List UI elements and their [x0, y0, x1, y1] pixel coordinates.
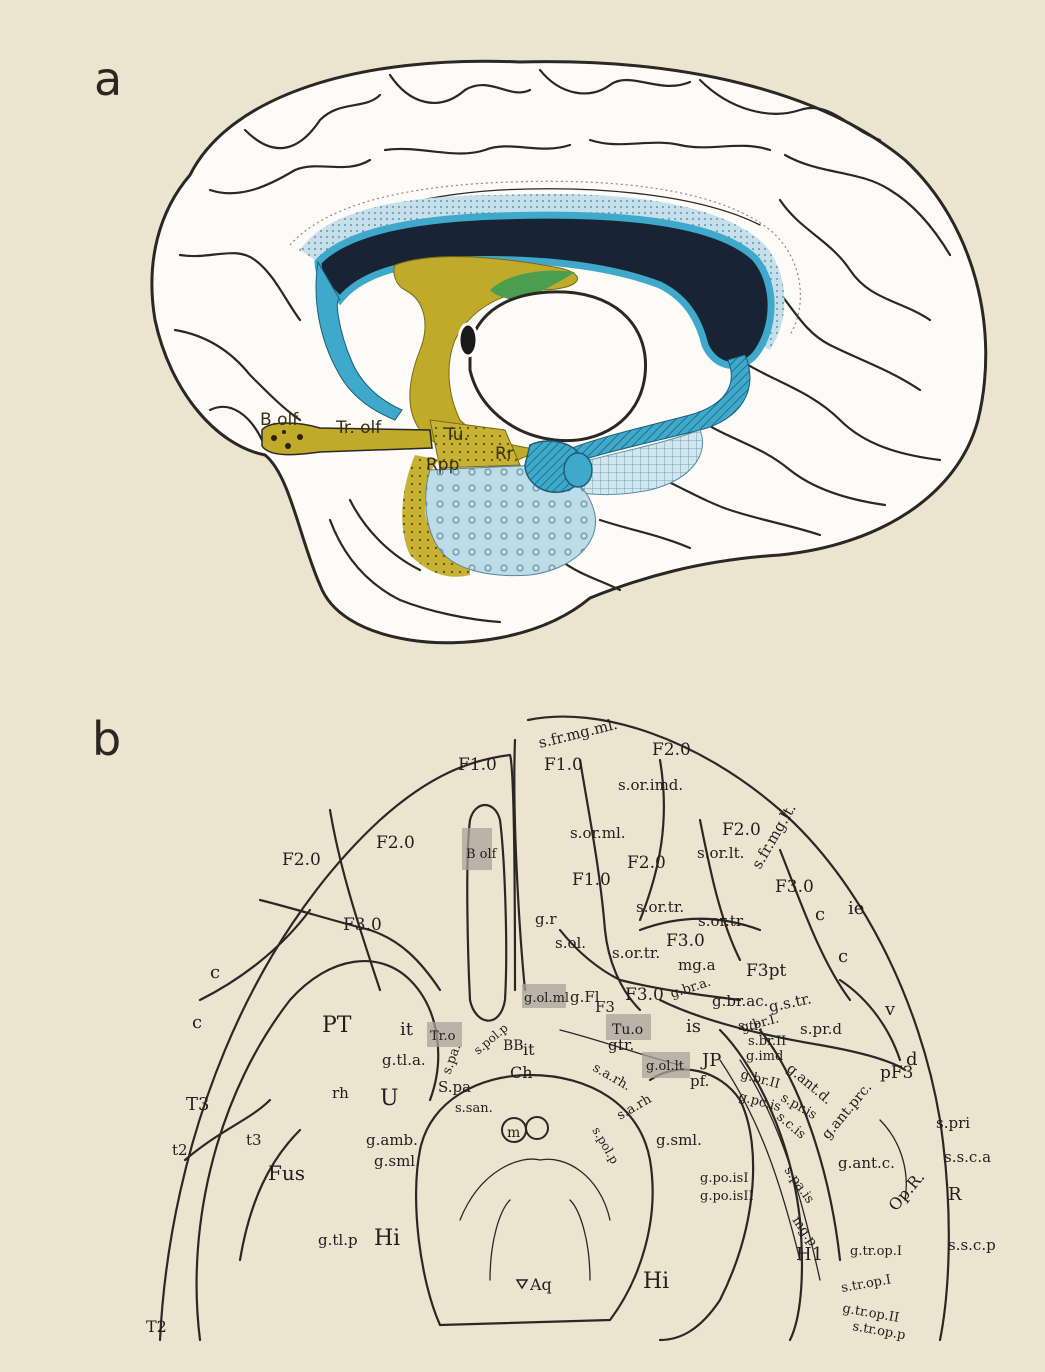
lbl-s-or-tr-a: s.or.tr.: [636, 898, 684, 916]
lbl-c-c: c: [210, 962, 220, 983]
lbl-it-a: it: [400, 1019, 414, 1040]
lbl-f1o-c: F1.0: [572, 870, 611, 890]
lbl-g-r: g.r: [535, 910, 557, 928]
lbl-t2-b: T2: [146, 1317, 167, 1336]
lbl-g-amb: g.amb.: [366, 1131, 418, 1149]
lbl-v: v: [884, 999, 896, 1020]
lbl-s-br-ii: s.br.II: [748, 1034, 786, 1049]
lbl-ie: ie: [848, 898, 864, 919]
anterior-commissure: [459, 324, 477, 356]
lbl-g-imd: g.imd: [746, 1049, 783, 1064]
lbl-s-sc-a: s.s.c.a: [944, 1148, 991, 1166]
lbl-bb: BB: [503, 1038, 524, 1054]
lbl-g-br-a: g.br.a.: [669, 975, 713, 1002]
lbl-pf: pf.: [690, 1072, 709, 1090]
lbl-f2o-c: F2.0: [376, 833, 415, 853]
lbl-u: U: [380, 1086, 399, 1111]
lbl-b-olf: B olf: [466, 847, 498, 862]
lbl-tr: tr.: [618, 1036, 634, 1054]
lbl-s-pa-is: s.pa.is: [781, 1164, 817, 1207]
lbl-s-ol: s.ol.: [555, 934, 586, 952]
lbl-f3o-d: F3.0: [625, 985, 664, 1005]
lbl-aq: Aq: [529, 1275, 552, 1294]
lbl-s-tr-op-i: s.tr.op.I: [840, 1272, 892, 1296]
lbl-f3pt: F3pt: [746, 961, 786, 981]
lbl-op-r: Op.R.: [885, 1167, 929, 1214]
lbl-t2-a: t2: [172, 1141, 188, 1159]
lbl-g-br-ac: g.br.ac.: [712, 992, 768, 1010]
label-b-olf: B.olf: [260, 410, 299, 430]
lbl-pt: PT: [322, 1013, 352, 1038]
lbl-g-tr-op-i: g.tr.op.I: [850, 1244, 902, 1259]
lbl-s-pa-2: S.pa: [438, 1078, 471, 1096]
lbl-jp: JP: [700, 1050, 721, 1071]
lbl-mg-a: mg.a: [678, 956, 716, 974]
lbl-g-ol-lt: g.ol.lt: [646, 1059, 685, 1074]
lbl-g-ol-ml: g.ol.ml: [524, 991, 569, 1006]
lbl-is: is: [686, 1016, 701, 1037]
lbl-f2o-a: F2.0: [652, 740, 691, 760]
lbl-f1o-a: F1.0: [458, 755, 497, 775]
lbl-c-a: c: [815, 904, 825, 925]
lbl-f1o-b: F1.0: [544, 755, 583, 775]
hippocampal-knob: [564, 453, 592, 487]
lbl-t3-b: t3: [246, 1131, 262, 1149]
basal-labels: s.fr.mg.ml. F2.0 F1.0 F1.0 s.or.imd. F2.…: [146, 715, 996, 1343]
basal-brain-diagram: s.fr.mg.ml. F2.0 F1.0 F1.0 s.or.imd. F2.…: [0, 700, 1045, 1372]
lbl-s-or-tr-c: s.or.tr.: [612, 944, 660, 962]
lbl-m: m: [507, 1125, 520, 1141]
lbl-g-ant-c: g.ant.c.: [838, 1154, 895, 1172]
lbl-h1: H1: [796, 1244, 823, 1265]
label-tr-olf: Tr. olf: [335, 418, 382, 438]
lbl-hi-b: Hi: [643, 1269, 669, 1294]
lbl-s-sc-p: s.s.c.p: [948, 1236, 996, 1254]
lbl-s-or-ml: s.or.ml.: [570, 824, 626, 842]
lbl-f3o-c: F3.0: [666, 931, 705, 951]
lbl-s-a-rh-b: s.a.rh: [615, 1092, 655, 1124]
lbl-f3o-a: F3.0: [775, 877, 814, 897]
lbl-s-san: s.san.: [455, 1101, 493, 1116]
lbl-fus: Fus: [268, 1161, 305, 1185]
lbl-g-po-is-i: g.po.isI: [700, 1171, 748, 1186]
lbl-s-or-tr-b: s.or.tr.: [698, 912, 746, 930]
lbl-f2o-e: F2.0: [627, 853, 666, 873]
medial-brain-diagram: B.olf Tr. olf Tu. Rpp Rr: [0, 0, 1045, 680]
lbl-r: R: [948, 1184, 962, 1205]
label-rr: Rr: [495, 444, 514, 464]
lbl-s-or-imd: s.or.imd.: [618, 776, 683, 794]
lbl-s-pa: s.pa.: [440, 1042, 465, 1076]
aqueduct-marker: [517, 1280, 527, 1288]
lbl-tr-o: Tr.o: [430, 1029, 456, 1044]
lbl-f2o-d: F2.0: [282, 850, 321, 870]
lbl-g-po-is-ii: g.po.isII: [700, 1189, 754, 1204]
lbl-s-pri: s.pri: [936, 1114, 970, 1132]
lbl-s-or-lt: s.or.lt.: [697, 844, 744, 862]
lbl-s-tr-op-p: s.tr.op.p: [851, 1319, 906, 1343]
lbl-s-pol-p-2: s.pol.p: [589, 1125, 621, 1167]
lbl-c-d: c: [192, 1012, 202, 1033]
lbl-f3: F3: [595, 998, 615, 1016]
lbl-t3-a: T3: [186, 1094, 209, 1115]
lbl-g-tl-a: g.tl.a.: [382, 1051, 426, 1069]
lbl-it-b: it: [523, 1040, 535, 1059]
lbl-hi-a: Hi: [374, 1226, 400, 1251]
lbl-rh: rh: [332, 1084, 349, 1102]
lbl-s-fr-mg-ml: s.fr.mg.ml.: [537, 715, 620, 752]
lbl-g-tl-p: g.tl.p: [318, 1231, 358, 1249]
lbl-ch: Ch: [510, 1063, 533, 1082]
lbl-g-sml-b: g.sml.: [656, 1131, 702, 1149]
label-tu: Tu.: [444, 425, 469, 445]
lbl-c-b: c: [838, 946, 848, 967]
lbl-f2o-b: F2.0: [722, 820, 761, 840]
label-rpp: Rpp: [426, 455, 459, 475]
lbl-s-pr-d: s.pr.d: [800, 1020, 842, 1038]
lbl-f3o-b: F3.0: [343, 915, 382, 935]
lbl-g-sml-a: g.sml.: [374, 1152, 420, 1170]
lbl-pf3: pF3: [880, 1063, 914, 1083]
